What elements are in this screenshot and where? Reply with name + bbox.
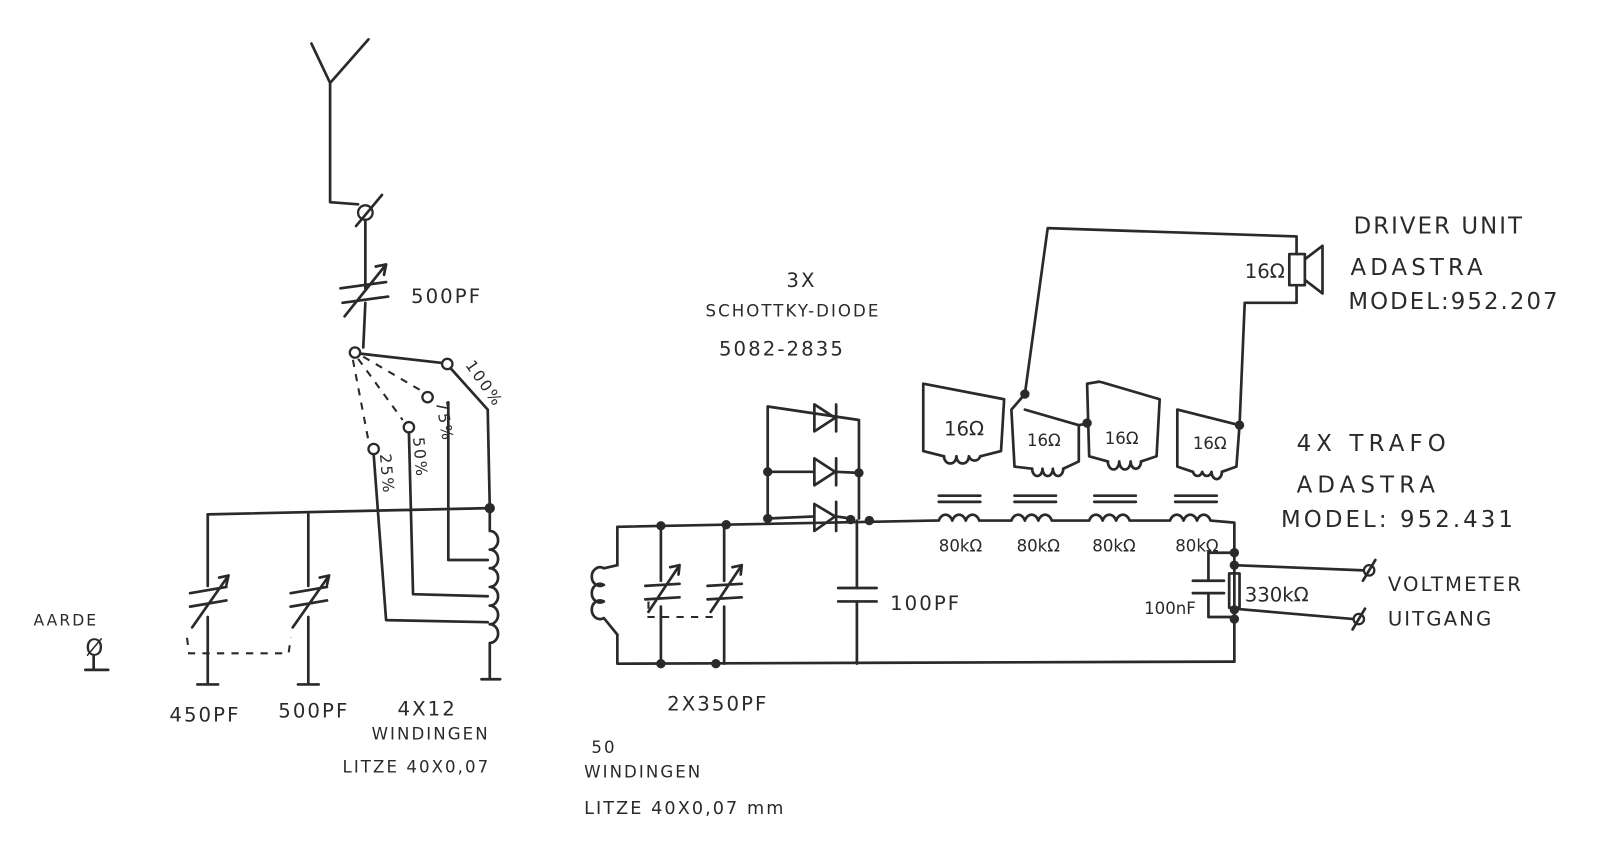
output-label-1: VOLTMETER <box>1388 573 1523 596</box>
tap-switch[interactable] <box>348 346 454 456</box>
connector-icon <box>354 193 384 228</box>
driver-title-1: DRIVER UNIT <box>1354 213 1524 239</box>
variable-capacitor-icon <box>643 563 681 614</box>
transformer-primary-coils <box>932 494 1236 663</box>
output-label-2: UITGANG <box>1388 607 1493 630</box>
detector-coil-icon <box>590 563 619 636</box>
diode-type-label: SCHOTTKY-DIODE <box>705 301 880 320</box>
series-cap-label: 500PF <box>411 285 482 308</box>
tap-label-25: 25% <box>376 453 397 495</box>
variable-capacitor-icon <box>706 563 744 614</box>
trafo-title-1: 4X TRAFO <box>1297 431 1451 457</box>
diode-part-label: 5082-2835 <box>719 338 845 361</box>
tuning-caps-label: 2X350PF <box>667 692 768 715</box>
diode-icon <box>766 457 861 487</box>
trafo-title-2: ADASTRA <box>1297 473 1441 499</box>
output-network <box>1191 548 1366 624</box>
primary-label-4: 80kΩ <box>1175 537 1219 556</box>
ground-label: AARDE <box>34 611 99 629</box>
secondary-label-3: 16Ω <box>1105 429 1139 448</box>
trafo-title-3: MODEL: 952.431 <box>1281 507 1516 533</box>
detector-coil-label-1: 50 <box>591 738 616 757</box>
variable-capacitor-icon <box>339 263 390 349</box>
diode-count-label: 3X <box>786 269 816 292</box>
coil-label-3: LITZE 40X0,07 <box>343 758 491 777</box>
transformer-secondary-coils <box>921 380 1241 481</box>
cap2-label: 500PF <box>278 700 349 723</box>
detector-coil-label-2: WINDINGEN <box>584 763 702 782</box>
variable-capacitor-icon <box>289 574 331 629</box>
coil-label-2: WINDINGEN <box>372 724 490 743</box>
ground-terminal-icon: Ø <box>84 635 110 672</box>
filter-cap-label: 100PF <box>890 592 961 615</box>
driver-impedance-label: 16Ω <box>1245 260 1285 283</box>
tap-label-75: 75% <box>432 400 457 443</box>
diode-icon <box>766 500 853 533</box>
tap-label-50: 50% <box>409 436 430 478</box>
output-terminal-icon[interactable] <box>1361 558 1377 583</box>
output-resistor-label: 330kΩ <box>1245 583 1309 606</box>
speaker-icon <box>1287 244 1324 295</box>
driver-title-3: MODEL:952.207 <box>1348 289 1559 315</box>
svg-text:Ø: Ø <box>85 635 105 661</box>
primary-label-1: 80kΩ <box>939 537 983 556</box>
antenna-icon <box>310 38 370 206</box>
wire <box>206 367 492 624</box>
tap-label-100: 100% <box>462 357 507 411</box>
cap1-label: 450PF <box>169 704 240 727</box>
output-terminal-icon[interactable] <box>1351 607 1367 631</box>
primary-label-3: 80kΩ <box>1092 537 1136 556</box>
secondary-label-4: 16Ω <box>1193 434 1227 453</box>
diode-icon <box>813 403 838 433</box>
filter-capacitor-icon <box>836 586 878 603</box>
output-cap-label: 100nF <box>1144 599 1196 618</box>
driver-title-2: ADASTRA <box>1350 255 1486 281</box>
antenna-coil-icon <box>480 511 502 681</box>
detector-coil-label-3: LITZE 40X0,07 mm <box>584 799 785 819</box>
wire <box>615 519 1236 666</box>
secondary-label-1: 16Ω <box>944 418 984 441</box>
secondary-label-2: 16Ω <box>1027 431 1061 450</box>
coil-label-1: 4X12 <box>397 698 456 721</box>
primary-label-2: 80kΩ <box>1017 537 1061 556</box>
wire <box>1023 226 1298 427</box>
variable-capacitor-icon <box>188 574 230 629</box>
